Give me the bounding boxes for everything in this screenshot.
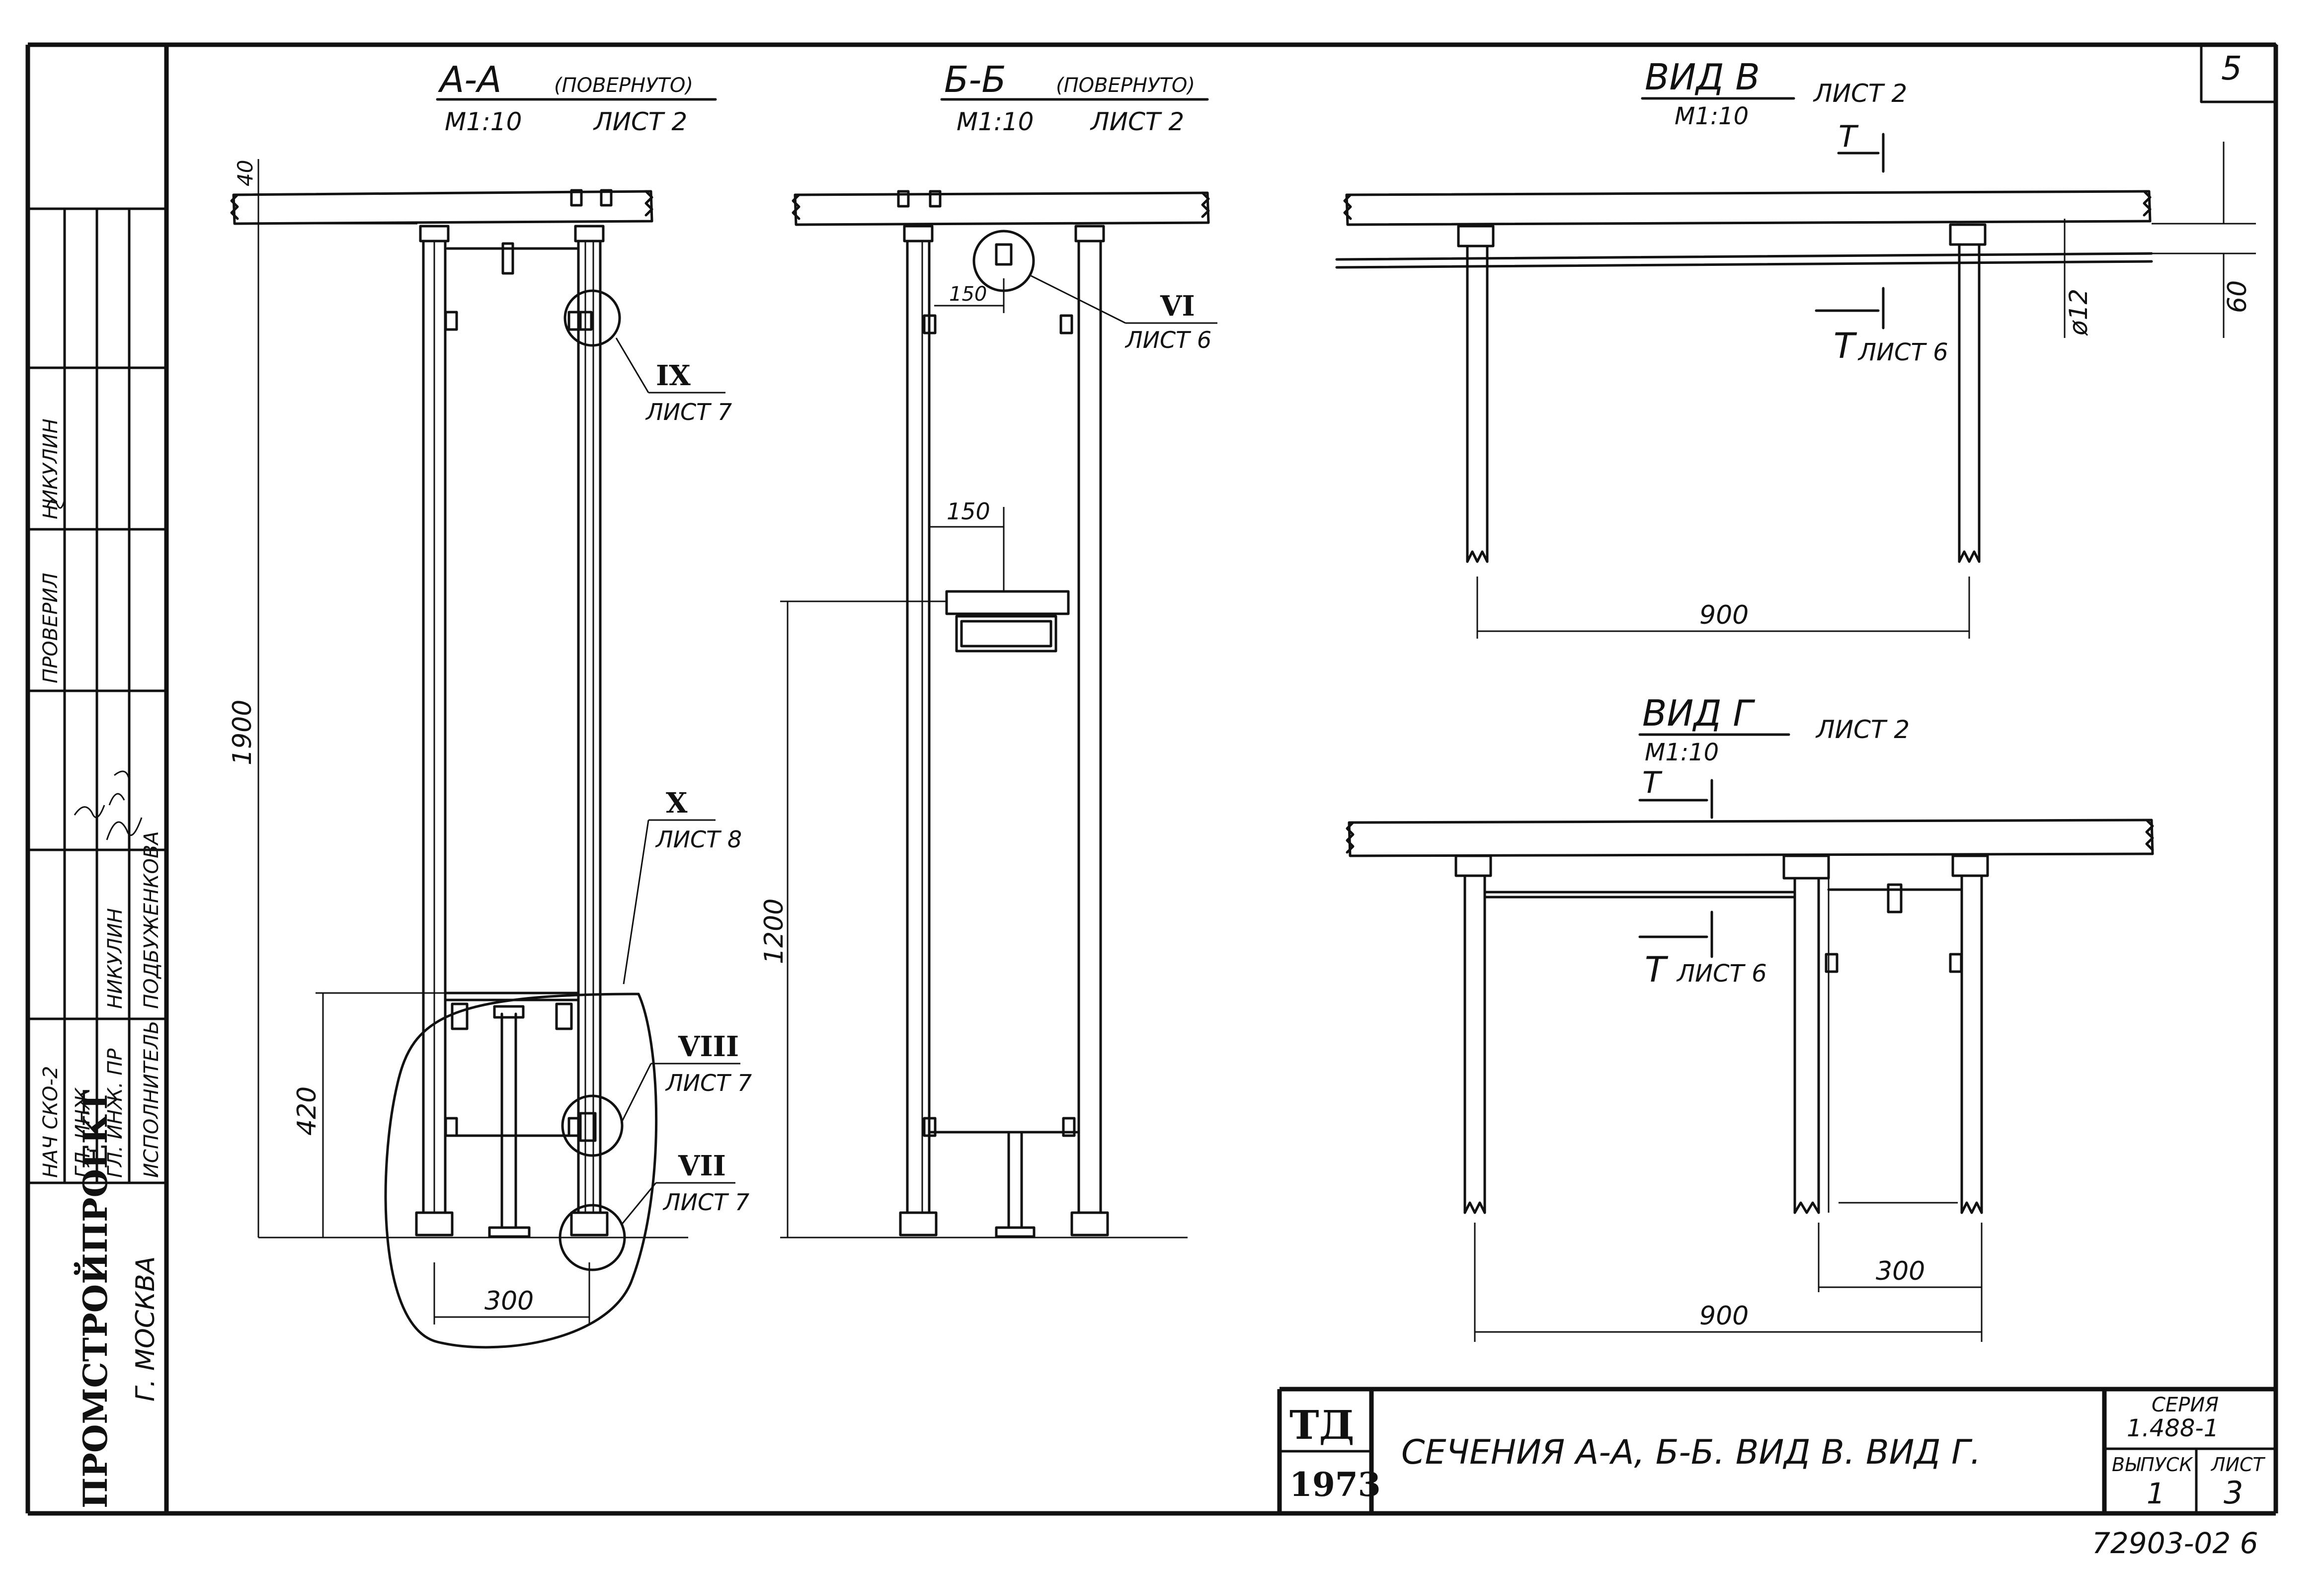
v-section-sheet: ЛИСТ 6 [1857, 338, 1948, 366]
g-dim-900: 900 [1699, 1301, 1749, 1331]
aa-dim-420: 420 [292, 1086, 322, 1136]
stamp-role-0: НАЧ СКО-2 [39, 1066, 62, 1178]
bb-dim-1200: 1200 [759, 899, 789, 964]
g-dim-300: 300 [1876, 1256, 1925, 1286]
stamp-role-2: ГЛ. ИНЖ. ПР [104, 1048, 127, 1178]
v-structure [1335, 133, 2256, 639]
sheet-label: ЛИСТ [2210, 1454, 2266, 1476]
aa-scale: М1:10 [445, 107, 522, 136]
g-structure [1346, 779, 2154, 1342]
aa-dim-300: 300 [484, 1286, 534, 1316]
bb-dim-150-mid: 150 [947, 498, 990, 525]
sheet-number: 5 [2221, 49, 2242, 87]
aa-dim-1900: 1900 [228, 700, 257, 765]
bb-note: (ПОВЕРНУТО) [1056, 74, 1195, 97]
stamp-role-1: ГЛ. ИНЖ [72, 1087, 94, 1178]
callout-ix-sheet: ЛИСТ 7 [645, 399, 732, 425]
aa-structure [230, 159, 740, 1349]
v-dim-d12: ø12 [2064, 289, 2093, 336]
series-value: 1.488-1 [2127, 1414, 2219, 1442]
stamp-name-4: НИКУЛИН [39, 418, 62, 519]
stamp-grid [26, 207, 168, 1184]
bb-sheet-ref: ЛИСТ 2 [1090, 107, 1184, 136]
title-block-frame [1277, 1387, 2277, 1515]
v-dim-900: 900 [1699, 600, 1749, 630]
stamp-city: Г. МОСКВА [131, 1256, 160, 1402]
aa-dim-40: 40 [233, 160, 257, 186]
v-section-t-top: Т [1839, 119, 1859, 154]
bb-title: Б-Б [944, 59, 1006, 100]
title-text: СЕЧЕНИЯ А-А, Б-Б. ВИД В. ВИД Г. [1401, 1433, 1981, 1472]
g-section-sheet: ЛИСТ 6 [1676, 960, 1767, 988]
stamp-name-3: ПОДБУЖЕНКОВА [140, 831, 163, 1009]
callout-vi-sheet: ЛИСТ 6 [1124, 327, 1211, 353]
bb-structure [780, 190, 1217, 1239]
aa-title: А-А [438, 59, 502, 100]
series-label: СЕРИЯ [2152, 1394, 2219, 1416]
g-section-t-bottom: Т [1645, 949, 1669, 990]
callout-x-sheet: ЛИСТ 8 [655, 826, 742, 853]
issue-label: ВЫПУСК [2112, 1454, 2193, 1476]
g-section-t-top: Т [1642, 765, 1663, 800]
v-dim-60: 60 [2223, 280, 2252, 313]
sheet-value: 3 [2224, 1475, 2243, 1511]
callout-vii-sheet: ЛИСТ 7 [662, 1189, 749, 1216]
g-title: ВИД Г [1642, 692, 1755, 734]
stamp-role-4: ПРОВЕРИЛ [39, 573, 62, 683]
callout-vi-numeral: VI [1160, 290, 1195, 323]
v-section-t-bottom: Т [1834, 326, 1857, 366]
stamp-org: ПРОМСТРОЙПРОЕКТ [74, 1089, 115, 1508]
stamp-signatures [46, 499, 143, 840]
stamp-name-2: НИКУЛИН [104, 908, 127, 1009]
sheet-frame [25, 42, 2278, 1516]
v-sheet-ref: ЛИСТ 2 [1813, 79, 1907, 108]
bb-scale: М1:10 [957, 107, 1034, 136]
callout-viii-numeral: VIII [678, 1030, 739, 1063]
aa-note: (ПОВЕРНУТО) [554, 74, 693, 97]
title-td: ТД [1289, 1402, 1355, 1448]
issue-value: 1 [2147, 1477, 2165, 1510]
v-title: ВИД В [1645, 56, 1760, 98]
callout-viii-sheet: ЛИСТ 7 [665, 1070, 752, 1096]
stamp-role-3: ИСПОЛНИТЕЛЬ [140, 1020, 163, 1178]
archive-number: 72903-02 6 [2092, 1526, 2258, 1560]
g-scale: М1:10 [1645, 739, 1719, 766]
callout-vii-numeral: VII [678, 1150, 726, 1182]
title-year: 1973 [1289, 1465, 1381, 1504]
bb-dim-150-top: 150 [949, 283, 987, 306]
g-sheet-ref: ЛИСТ 2 [1815, 715, 1910, 744]
v-scale: М1:10 [1675, 102, 1749, 130]
callout-ix-numeral: IX [656, 359, 691, 392]
callout-x-numeral: X [666, 787, 688, 820]
aa-sheet-ref: ЛИСТ 2 [593, 107, 687, 136]
